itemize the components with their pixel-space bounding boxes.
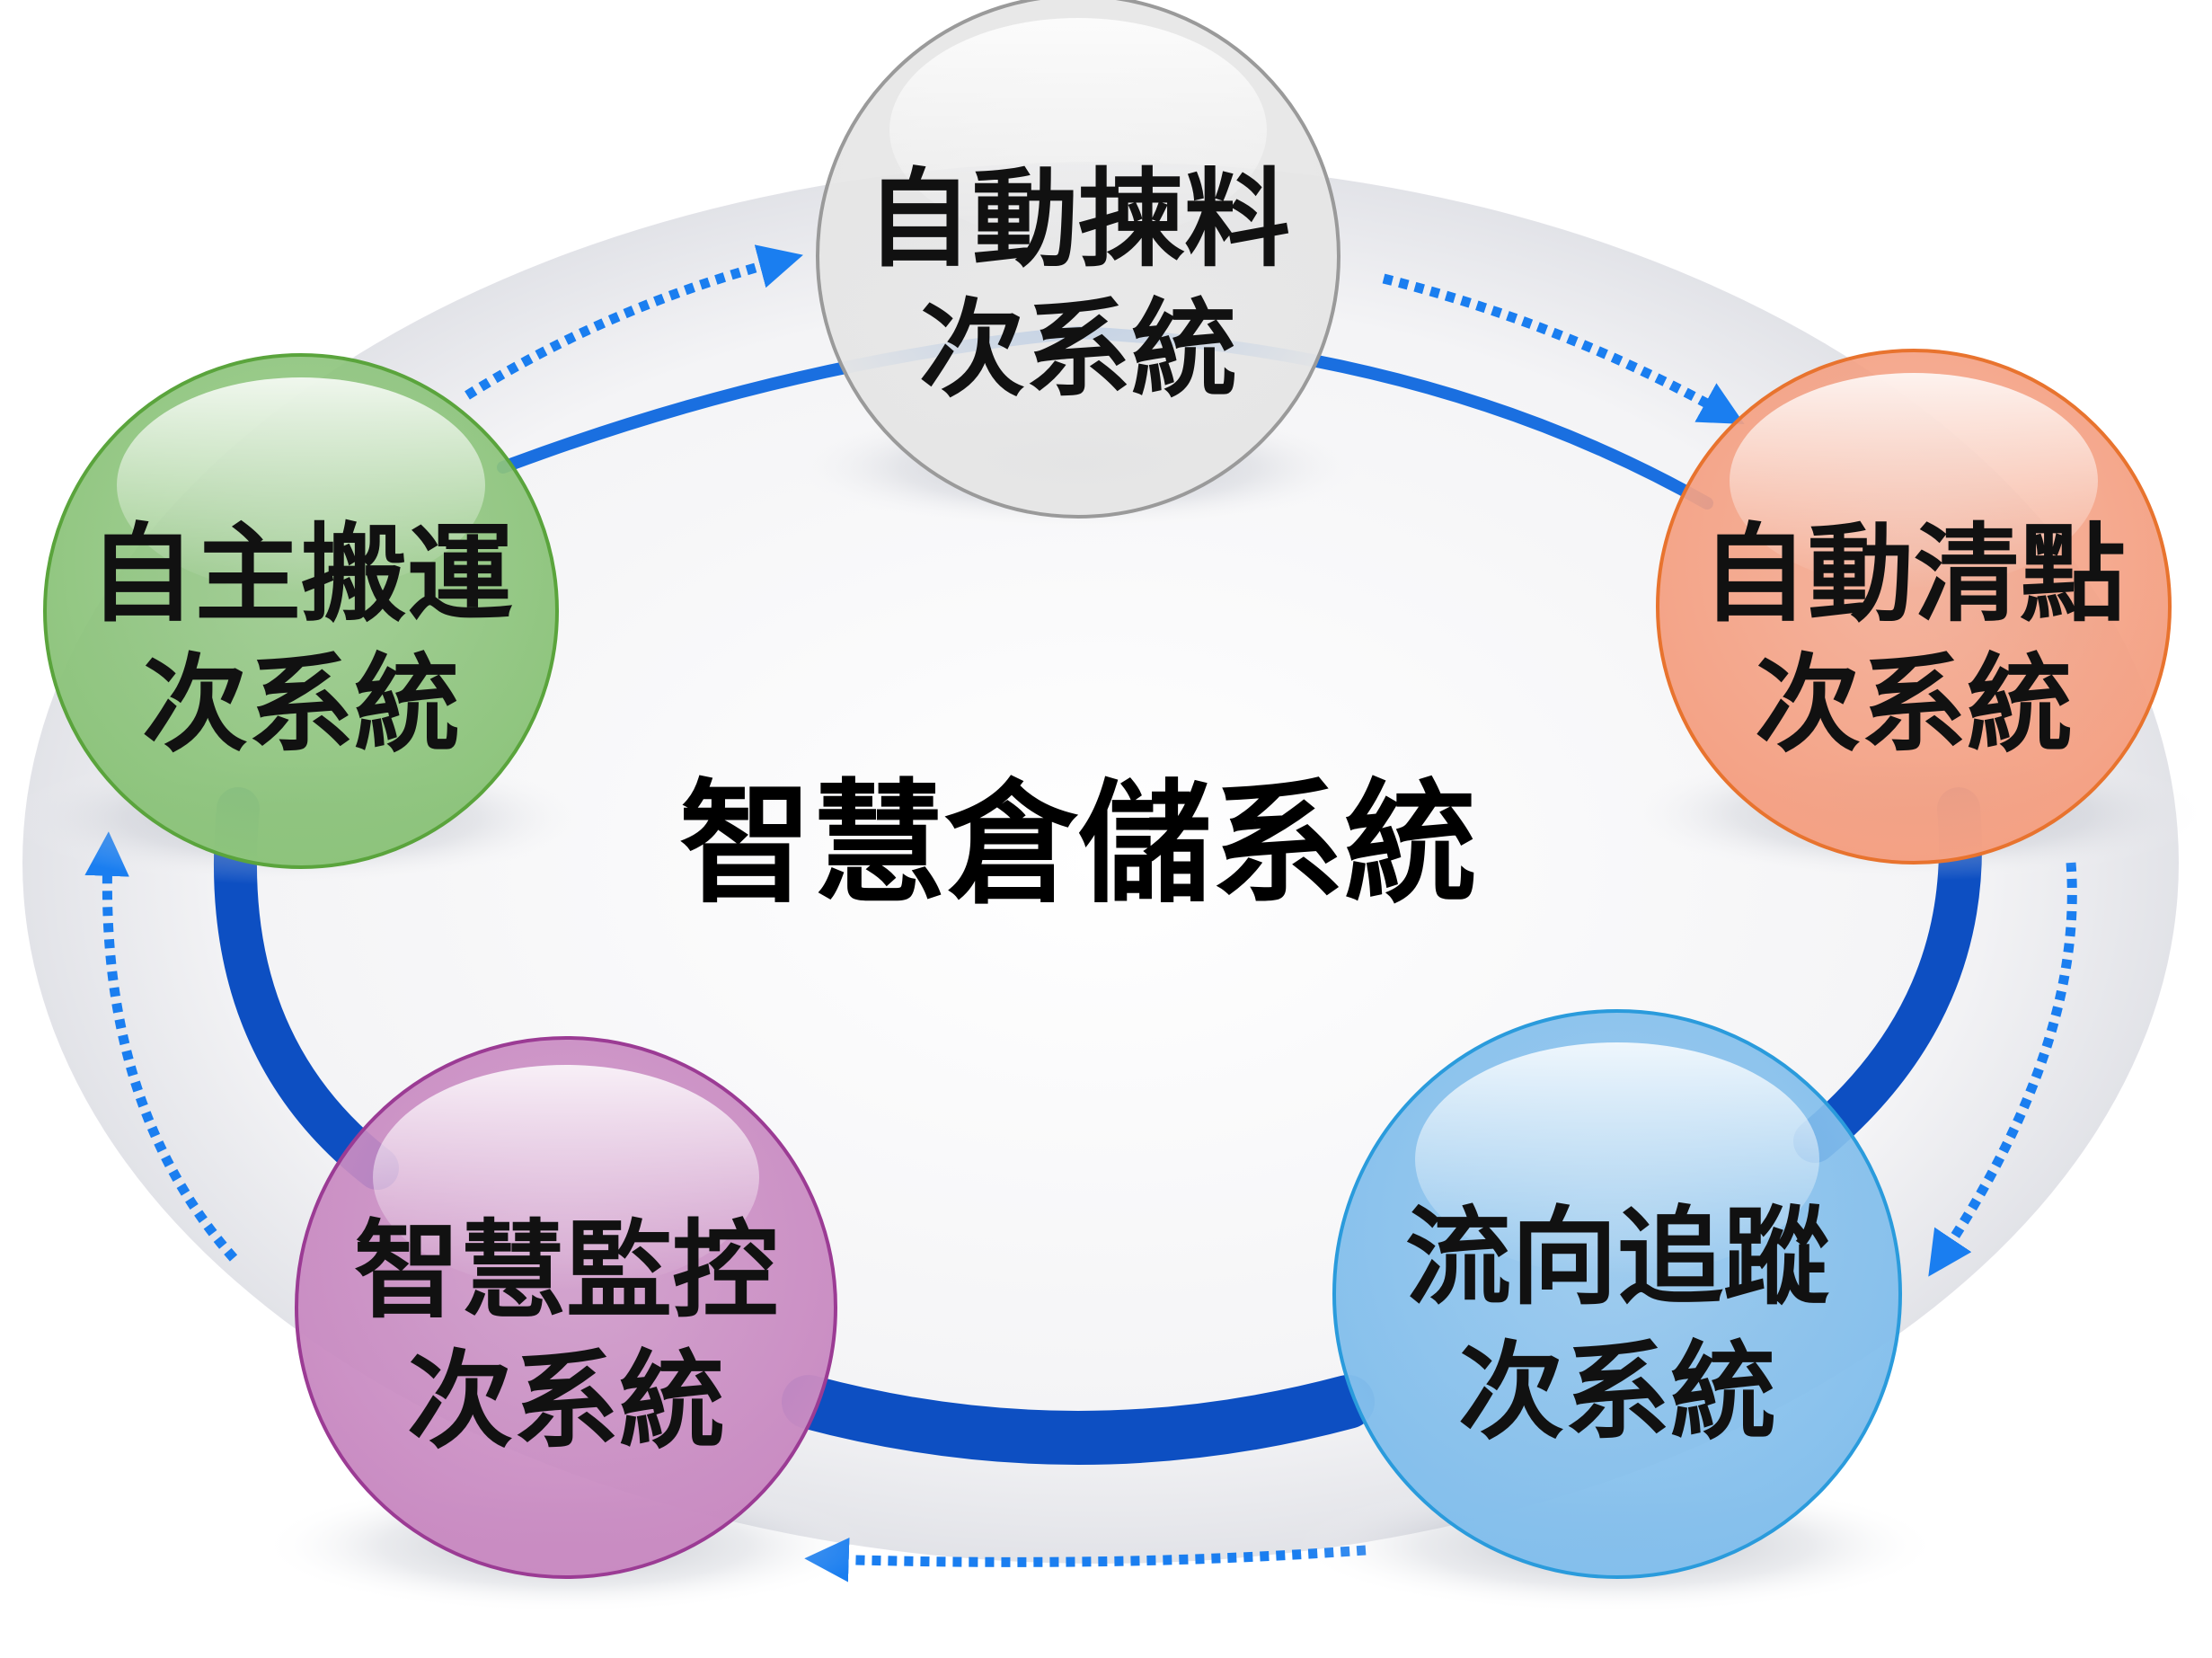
ring-segment (782, 1375, 1375, 1465)
node-counting: 自動清點 次系統 (1656, 349, 2172, 864)
node-picking-line1: 自動揀料 (866, 156, 1290, 281)
node-transport-line2: 次系統 (142, 642, 460, 767)
node-monitoring-line2: 次系統 (407, 1338, 725, 1463)
node-picking-line2: 次系統 (919, 287, 1237, 412)
dotted-arrow (465, 244, 803, 400)
node-picking: 自動揀料 次系統 (816, 0, 1340, 519)
node-transport: 自主搬運 次系統 (43, 353, 559, 869)
node-counting-line1: 自動清點 (1702, 511, 2126, 636)
dotted-arrow (1382, 273, 1745, 425)
node-monitoring: 智慧監控 次系統 (295, 1036, 837, 1579)
node-tracking-line1: 流向追蹤 (1405, 1194, 1829, 1319)
node-tracking-line2: 次系統 (1458, 1329, 1776, 1454)
flow-arrows (84, 244, 2077, 1583)
node-monitoring-line1: 智慧監控 (354, 1208, 778, 1333)
node-tracking: 流向追蹤 次系統 (1332, 1009, 1902, 1579)
center-title: 智慧倉儲系統 (679, 765, 1477, 921)
dotted-arrow (84, 831, 238, 1262)
dotted-arrow (1928, 862, 2077, 1277)
node-transport-line1: 自主搬運 (89, 511, 513, 636)
dotted-arrow (804, 1538, 1367, 1583)
node-counting-line2: 次系統 (1755, 642, 2073, 767)
